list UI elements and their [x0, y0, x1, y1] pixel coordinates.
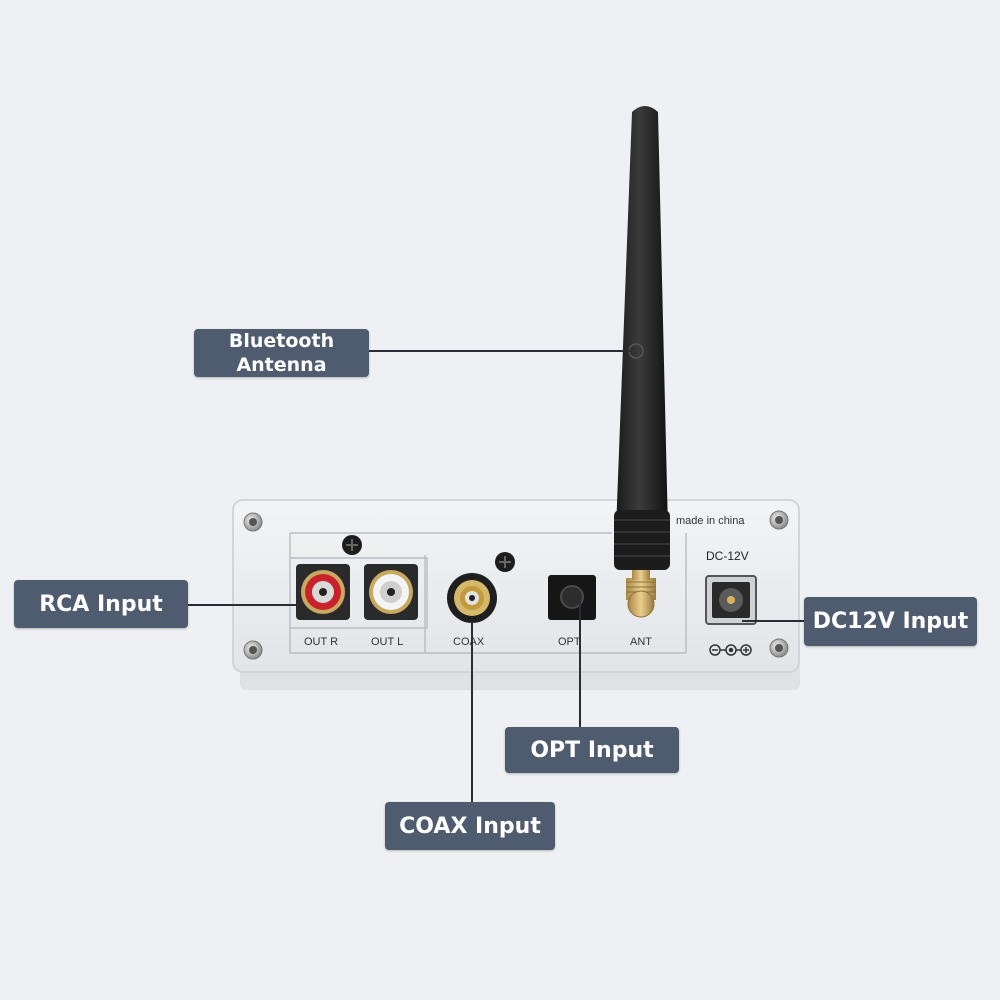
optical-port-icon: [548, 575, 596, 620]
opt-input-callout: OPT Input: [505, 727, 679, 773]
dc-barrel-jack-icon: [705, 575, 757, 625]
rca-input-callout: RCA Input: [14, 580, 188, 628]
bluetooth-callout-line1: Bluetooth: [228, 330, 335, 352]
leader-lines: [188, 350, 804, 802]
ant-port-label: ANT: [630, 636, 652, 648]
out-r-label: OUT R: [304, 636, 338, 648]
screw-icon: [243, 640, 263, 660]
bluetooth-callout-line2: Antenna: [236, 354, 327, 376]
rca-red-jack-icon: [296, 564, 350, 620]
port-section-outline: [289, 532, 687, 654]
dc-voltage-label: DC-12V: [706, 549, 749, 563]
polarity-symbol-icon: [709, 644, 752, 656]
coax-callout-text: COAX Input: [399, 813, 541, 839]
out-l-label: OUT L: [371, 636, 403, 648]
coax-input-callout: COAX Input: [385, 802, 555, 850]
screw-icon: [769, 510, 789, 530]
rca-white-jack-icon: [364, 564, 418, 620]
coax-jack-icon: [447, 573, 497, 623]
coax-port-label: COAX: [453, 636, 485, 648]
screw-icon: [342, 535, 362, 555]
dc12v-callout-text: DC12V Input: [812, 609, 969, 634]
bluetooth-antenna-callout: Bluetooth Antenna: [194, 329, 369, 377]
dc12v-input-callout: DC12V Input: [804, 597, 977, 646]
opt-callout-text: OPT Input: [530, 737, 654, 763]
antenna-icon: [614, 106, 670, 570]
opt-port-label: OPT: [558, 636, 581, 648]
screw-icon: [495, 552, 515, 572]
made-in-label: made in china: [676, 515, 745, 527]
screw-icon: [769, 638, 789, 658]
screw-icon: [243, 512, 263, 532]
rca-callout-text: RCA Input: [39, 591, 163, 617]
